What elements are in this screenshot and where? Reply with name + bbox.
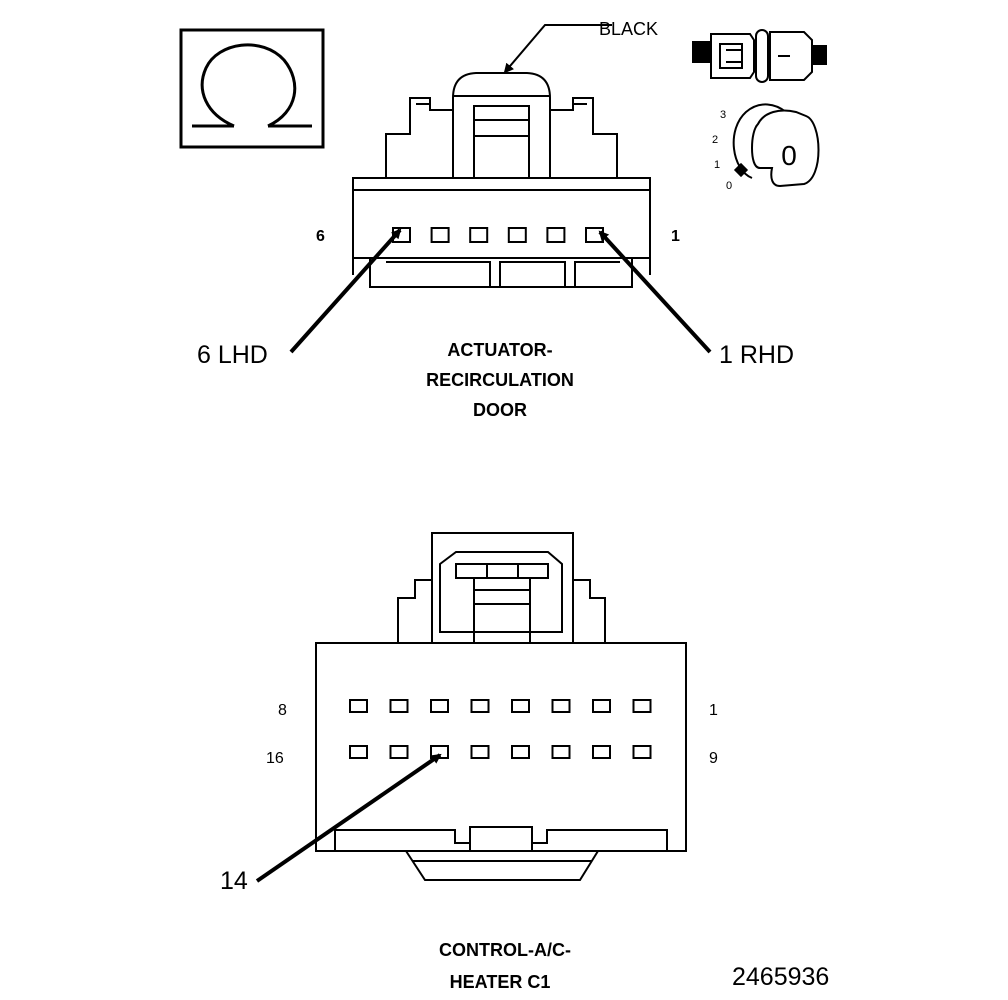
- row2-left-label: 16: [266, 750, 284, 767]
- row2-cavity: [592, 745, 611, 759]
- control-ac-heater-c1-connector: [315, 532, 687, 881]
- row2-cavity: [470, 745, 490, 759]
- row1-cavity: [551, 699, 571, 713]
- top-pin-right-label: 1: [671, 228, 680, 245]
- top-name-line-1: ACTUATOR-: [447, 340, 552, 360]
- position-1: 1: [714, 159, 720, 171]
- pin-6-arrow: [289, 228, 402, 354]
- position-3: 3: [720, 109, 726, 121]
- row2-cavity: [511, 745, 530, 759]
- row2-cavity: [349, 745, 368, 759]
- row1-cavity: [349, 699, 368, 713]
- position-0: 0: [726, 180, 732, 192]
- top-cavity: [430, 227, 450, 243]
- callout-1-rhd: 1 RHD: [719, 341, 794, 369]
- pin-1-arrow: [598, 230, 712, 354]
- bottom-cavity-row-1: [349, 699, 652, 713]
- figure-number: 2465936: [732, 963, 829, 991]
- callout-14: 14: [220, 867, 248, 895]
- black-color-leader: [503, 24, 612, 74]
- callout-6-lhd: 6 LHD: [197, 341, 268, 369]
- rotary-switch-icon: 0 3 2 1 0: [712, 103, 820, 192]
- row2-cavity: [551, 745, 571, 759]
- row1-cavity: [470, 699, 490, 713]
- bottom-cavity-row-2: [349, 745, 652, 759]
- row1-cavity: [430, 699, 449, 713]
- row1-cavity: [592, 699, 611, 713]
- position-2: 2: [712, 134, 718, 146]
- top-pin-left-label: 6: [316, 228, 325, 245]
- top-name-line-2: RECIRCULATION: [426, 370, 574, 390]
- row1-cavity: [632, 699, 652, 713]
- row2-cavity: [632, 745, 652, 759]
- leader-lines: [255, 24, 712, 883]
- row1-cavity: [389, 699, 409, 713]
- bottom-name-line-1: CONTROL-A/C-: [439, 940, 571, 960]
- knob-value: 0: [781, 140, 797, 171]
- color-label: BLACK: [599, 19, 658, 39]
- pin-14-arrow: [255, 753, 442, 883]
- row2-right-label: 9: [709, 750, 718, 767]
- top-cavity: [507, 227, 527, 243]
- row1-cavity: [511, 699, 530, 713]
- top-cavity: [546, 227, 566, 243]
- top-cavity-row: [392, 227, 604, 243]
- top-name-line-3: DOOR: [473, 400, 527, 420]
- row1-right-label: 1: [709, 702, 718, 719]
- row2-cavity: [389, 745, 409, 759]
- actuator-recirculation-door-connector: [352, 72, 651, 288]
- row1-left-label: 8: [278, 702, 287, 719]
- bottom-name-line-2: HEATER C1: [450, 972, 551, 992]
- top-cavity: [469, 227, 489, 243]
- ohm-symbol-icon: [179, 28, 325, 149]
- connector-plug-icon: [692, 29, 827, 83]
